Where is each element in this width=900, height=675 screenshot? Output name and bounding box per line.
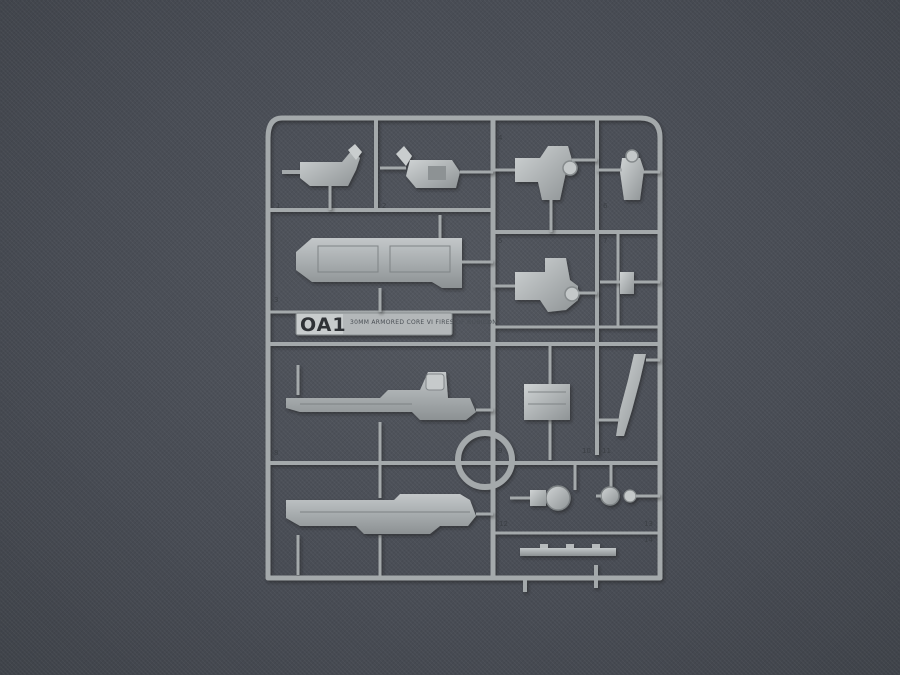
part-number: 3: [274, 296, 279, 304]
part-number: 1: [276, 202, 281, 210]
part-number: 8: [274, 449, 279, 457]
sprue-subtitle: 30MM ARMORED CORE VI FIRES OF RUBICON: [350, 319, 498, 326]
part-number: 9: [498, 447, 503, 455]
part-number: 12: [499, 520, 508, 528]
part-number: 11: [602, 447, 611, 455]
sprue-code: OA1: [300, 314, 347, 336]
part-number: 5: [498, 237, 503, 245]
sprue-parts: [282, 144, 660, 556]
part-number: 7: [603, 237, 608, 245]
part-number: 14: [644, 536, 653, 544]
part-number: 4: [498, 134, 503, 142]
part-number: 2: [382, 202, 387, 210]
part-number: 10: [582, 447, 591, 455]
part-number: 6: [603, 202, 608, 210]
part-number: 13: [644, 520, 653, 528]
